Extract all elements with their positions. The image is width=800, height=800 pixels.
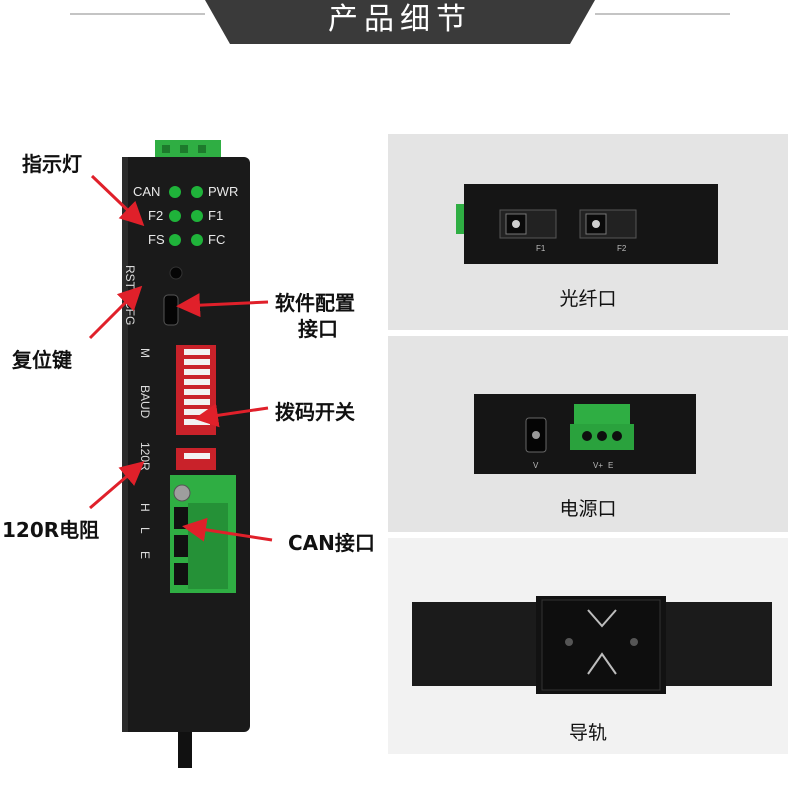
led-label-pwr: PWR [208, 184, 239, 199]
led-label-f1: F1 [208, 208, 224, 223]
power-panel: V V+ E 电源口 [388, 336, 788, 532]
e-port-label: E [608, 461, 614, 470]
device-front-image [122, 140, 250, 768]
vplus-port-label: V+ [593, 461, 604, 470]
fiber-caption: 光纤口 [559, 288, 617, 310]
rail-panel: 导轨 [388, 538, 788, 754]
callout-reset: 复位键 [12, 348, 72, 372]
callout-can-port: CAN接口 [288, 531, 375, 555]
power-port-image [474, 394, 696, 474]
header-banner [70, 0, 730, 44]
led-label-can: CAN [133, 184, 161, 199]
led-label-fc: FC [208, 232, 226, 247]
fiber-port-image [456, 184, 718, 264]
led-label-f2: F2 [148, 208, 164, 223]
led-label-fs: FS [148, 232, 165, 247]
power-caption: 电源口 [559, 498, 617, 520]
f2-port-label: F2 [617, 244, 627, 253]
callout-resistor: 120R电阻 [2, 518, 100, 542]
rail-caption: 导轨 [568, 722, 607, 744]
page-title: 产品细节 [328, 2, 472, 37]
callout-indicator: 指示灯 [22, 152, 82, 176]
v-port-label: V [533, 461, 539, 470]
fiber-panel: F1 F2 光纤口 [388, 134, 788, 330]
callout-config-line2: 接口 [298, 317, 338, 341]
din-rail-image [412, 596, 772, 694]
callout-config-line1: 软件配置 [275, 291, 355, 315]
callout-dip: 拨码开关 [275, 400, 355, 424]
f1-port-label: F1 [536, 244, 546, 253]
